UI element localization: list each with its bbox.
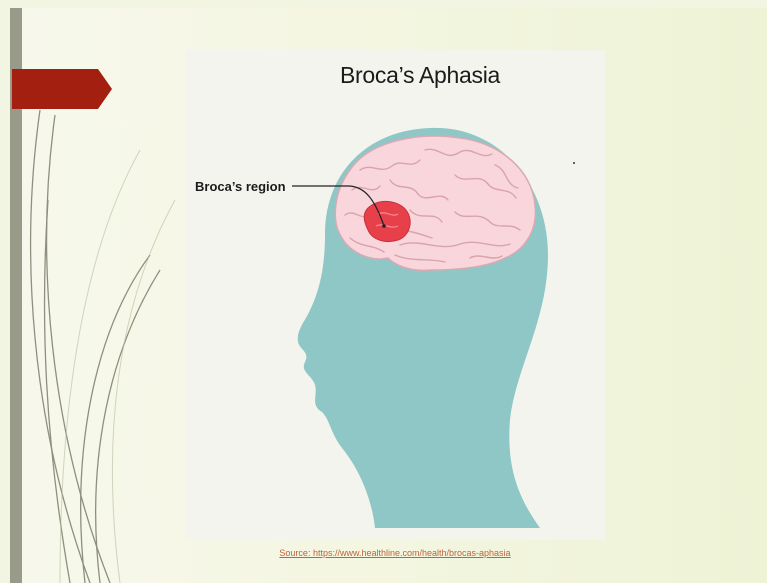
source-link[interactable]: Source: https://www.healthline.com/healt… — [250, 548, 540, 558]
broca-region-highlight — [364, 201, 410, 241]
brain-icon — [335, 136, 535, 270]
broca-region-label: Broca’s region — [195, 179, 286, 194]
figure-title: Broca’s Aphasia — [250, 62, 590, 89]
